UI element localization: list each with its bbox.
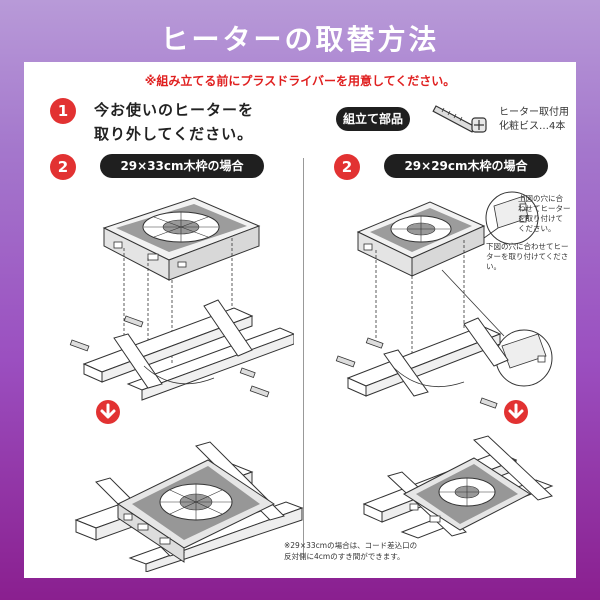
left-exploded-diagram — [69, 197, 294, 401]
callout-bottom-line-1: 下図の穴に合わせてヒー — [486, 242, 569, 251]
page-title: ヒーターの取替方法 — [160, 23, 440, 56]
left-step-2-badge: 2 — [50, 154, 76, 180]
callout-top-line-3: を取り付けて — [518, 214, 563, 223]
right-frame-label: 29×29cm木枠の場合 — [384, 154, 548, 178]
bottom-note-line-2: 反対側に4cmのすき間ができます。 — [284, 552, 405, 561]
parts-note-line-2: 化粧ビス…4本 — [499, 121, 566, 132]
callout-bottom: 下図の穴に合わせてヒー ターを取り付けてください。 — [486, 242, 576, 272]
step-1-line-1: 今お使いのヒーターを — [94, 101, 255, 119]
right-exploded-diagram — [335, 191, 553, 409]
right-down-arrow-icon — [504, 400, 528, 424]
instruction-panel: ※組み立てる前にプラスドライバーを用意してください。 1 今お使いのヒーターを … — [24, 62, 576, 578]
left-down-arrow-icon — [96, 400, 120, 424]
warning-text: ※組み立てる前にプラスドライバーを用意してください。 — [144, 74, 456, 88]
callout-top-line-4: ください。 — [518, 224, 556, 233]
parts-note: ヒーター取付用 化粧ビス…4本 — [499, 106, 569, 134]
step-1-line-2: 取り外してください。 — [94, 125, 254, 143]
callout-bottom-line-2: ターを取り付けてください。 — [486, 252, 569, 271]
callout-top-line-1: 上図の穴に合 — [518, 194, 563, 203]
bottom-note: ※29×33cmの場合は、コード差込口の 反対側に4cmのすき間ができます。 — [284, 540, 417, 562]
left-frame-label: 29×33cm木枠の場合 — [100, 154, 264, 178]
parts-note-line-1: ヒーター取付用 — [499, 107, 569, 118]
left-assembled-diagram — [74, 441, 304, 572]
column-divider — [303, 158, 304, 560]
right-step-2-badge: 2 — [334, 154, 360, 180]
callout-top: 上図の穴に合 わせてヒーター を取り付けて ください。 — [518, 194, 571, 234]
right-assembled-diagram — [362, 435, 554, 539]
step-1-badge: 1 — [50, 98, 76, 124]
screw-icon — [432, 105, 487, 133]
step-1-text: 今お使いのヒーターを 取り外してください。 — [94, 98, 254, 146]
parts-label: 組立て部品 — [336, 107, 410, 131]
bottom-note-line-1: ※29×33cmの場合は、コード差込口の — [284, 541, 418, 550]
callout-top-line-2: わせてヒーター — [518, 204, 571, 213]
